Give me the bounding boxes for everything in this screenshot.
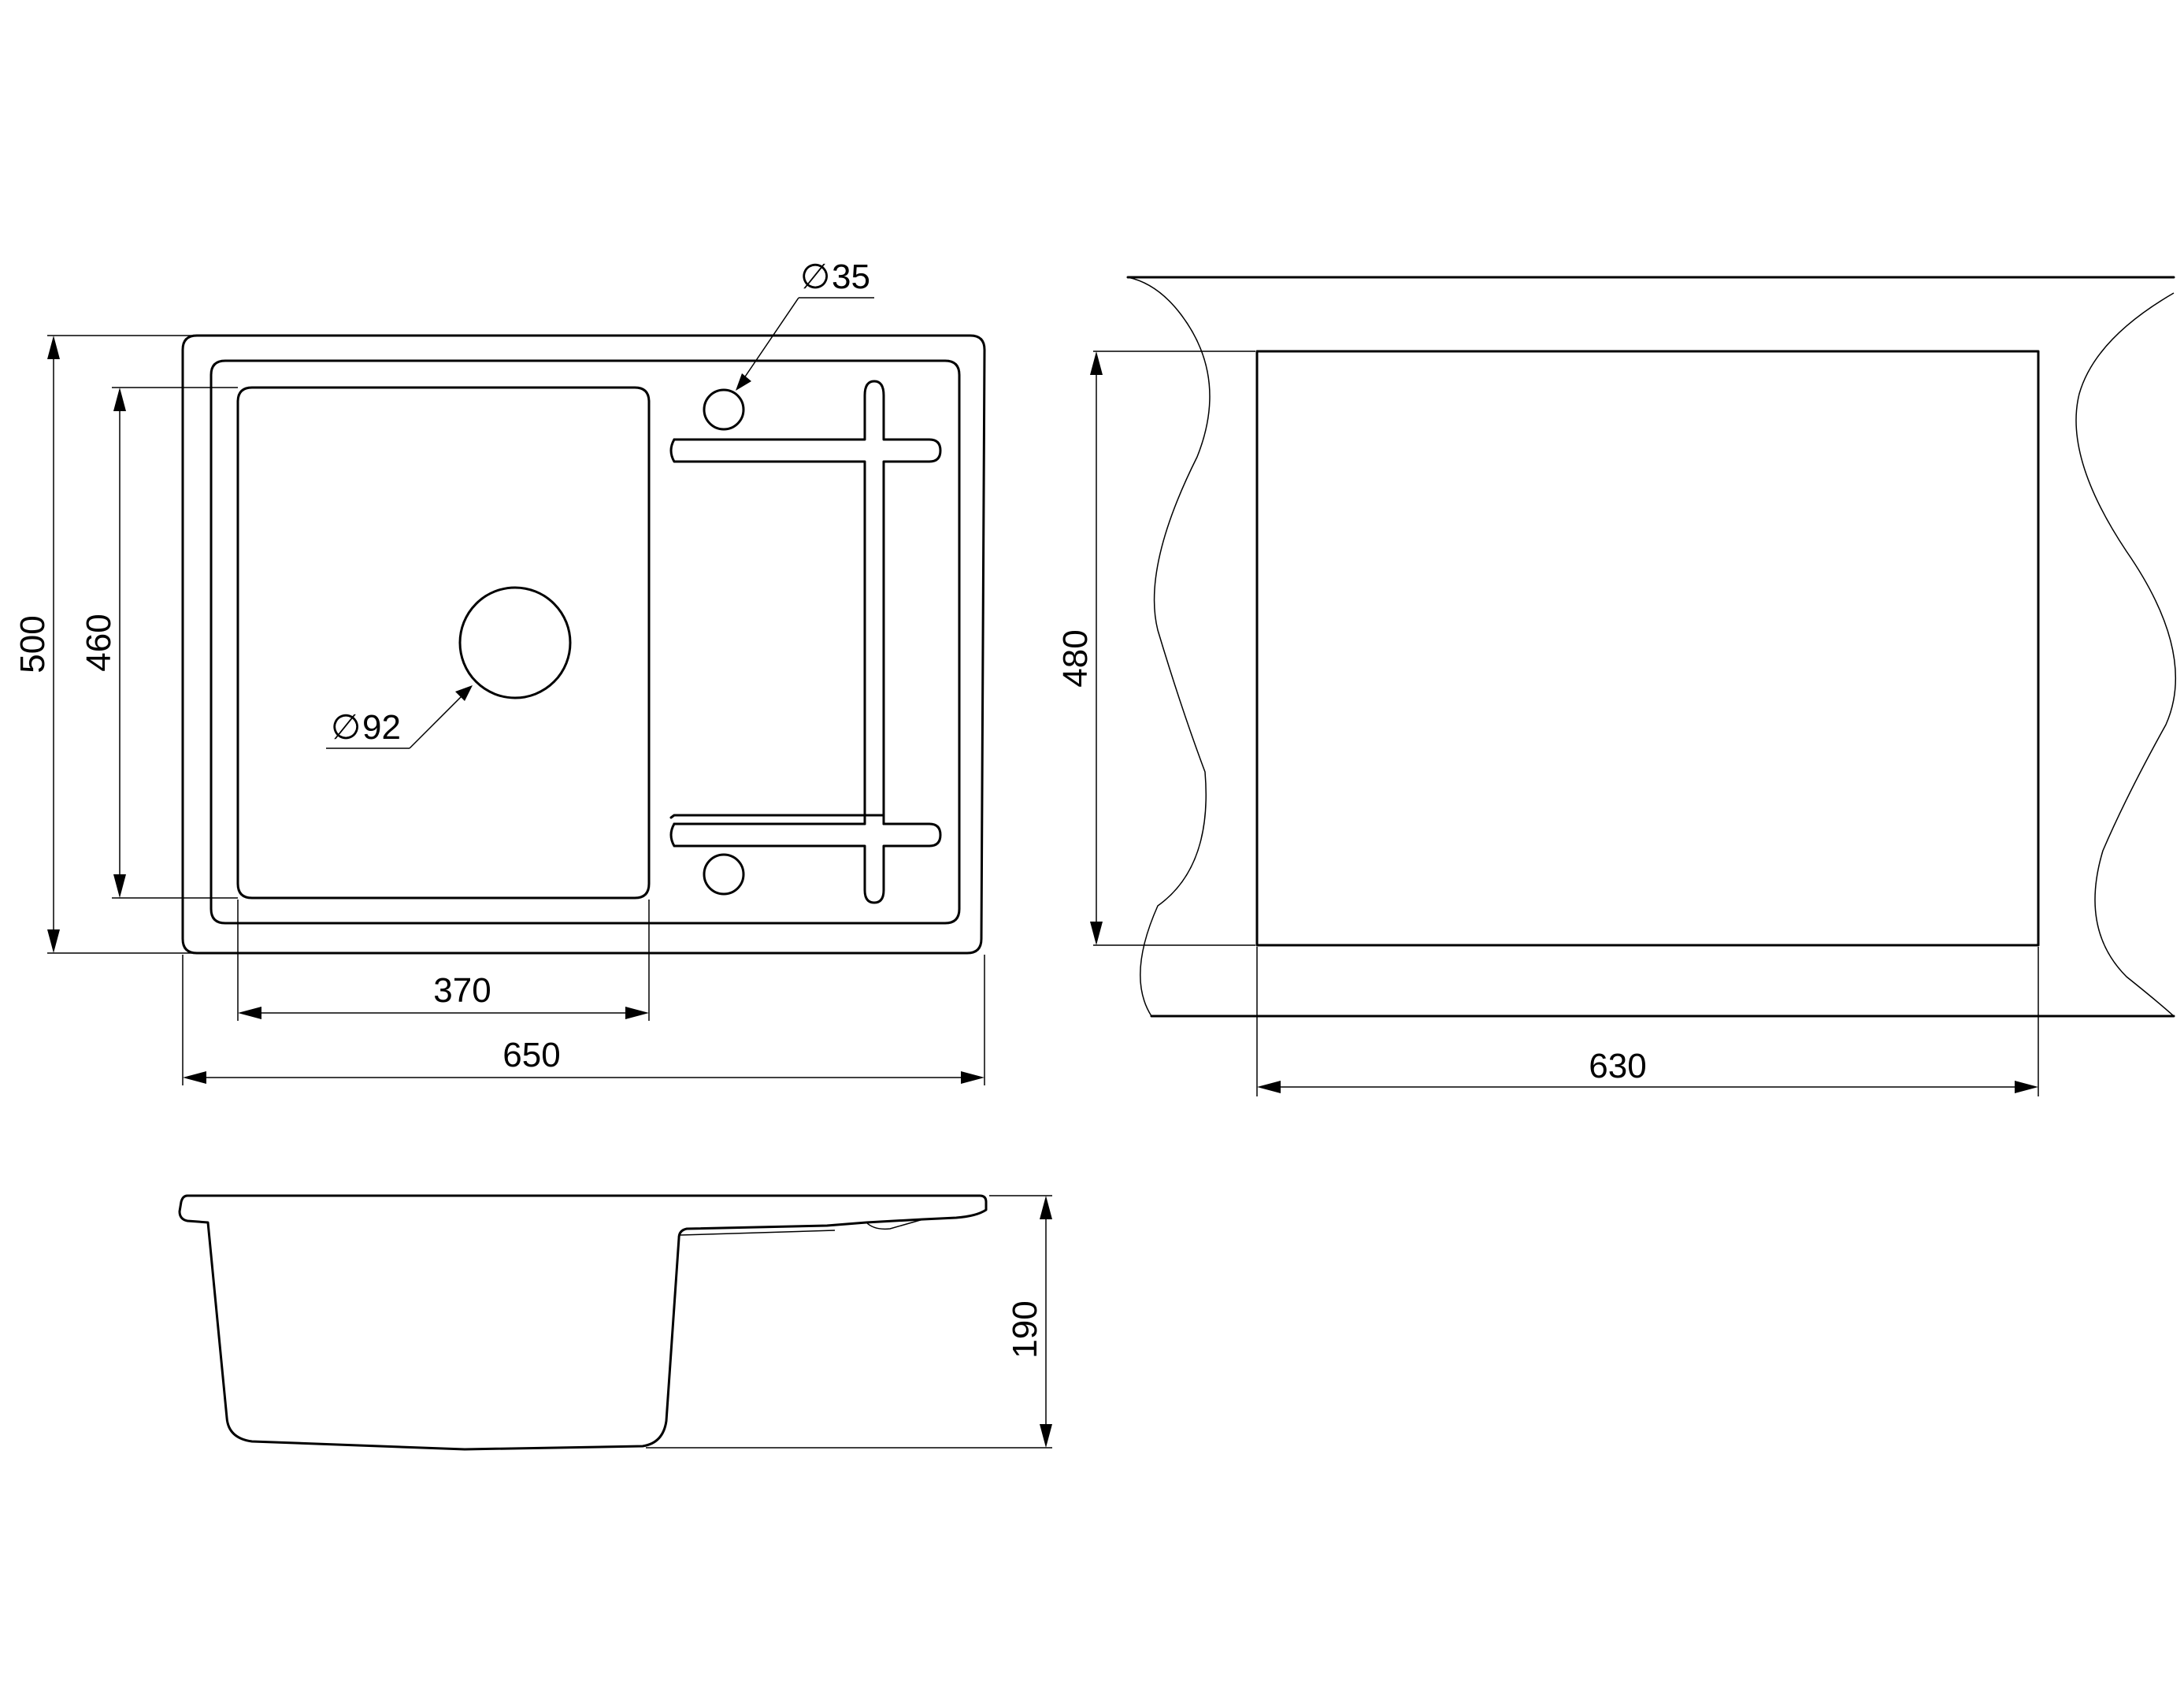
dim-label-bowl-height: 190 bbox=[1006, 1300, 1044, 1358]
dim-label-cutout-width: 630 bbox=[1589, 1047, 1646, 1085]
countertop-break-left bbox=[1127, 276, 1211, 1017]
tap-hole-top bbox=[703, 388, 745, 431]
dim-label-drain-diameter: ∅ 92 bbox=[331, 708, 401, 747]
svg-text:∅: ∅ bbox=[800, 258, 830, 296]
sink-outer-rim bbox=[181, 334, 986, 955]
drain-hole bbox=[458, 586, 572, 699]
side-view: 190 bbox=[178, 1194, 1052, 1451]
dim-label-bowl-width: 370 bbox=[433, 971, 491, 1010]
drainboard-groove-bottom bbox=[669, 822, 942, 904]
dim-label-bowl-depth: 460 bbox=[80, 614, 118, 671]
drainboard-groove-left-top bbox=[669, 438, 866, 817]
dim-label-overall-depth: 500 bbox=[13, 615, 52, 673]
countertop-break-right bbox=[2075, 292, 2177, 1017]
top-view: 500 460 370 650 ∅ 92 ∅ 35 bbox=[13, 258, 986, 1085]
cutout-view: 480 630 bbox=[1056, 276, 2177, 1096]
dim-label-cutout-depth: 480 bbox=[1056, 629, 1095, 687]
svg-text:∅: ∅ bbox=[331, 708, 361, 747]
svg-text:92: 92 bbox=[362, 708, 401, 747]
svg-text:35: 35 bbox=[832, 258, 870, 296]
sink-side-profile bbox=[178, 1194, 988, 1451]
cutout-rectangle bbox=[1255, 350, 2040, 947]
sink-inner-rim bbox=[210, 359, 961, 925]
tap-hole-bottom bbox=[703, 853, 745, 896]
sink-bowl bbox=[236, 386, 651, 900]
dim-label-overall-width: 650 bbox=[502, 1036, 560, 1074]
drainboard-groove-top bbox=[669, 380, 942, 819]
dim-label-tap-hole-diameter: ∅ 35 bbox=[800, 258, 870, 296]
